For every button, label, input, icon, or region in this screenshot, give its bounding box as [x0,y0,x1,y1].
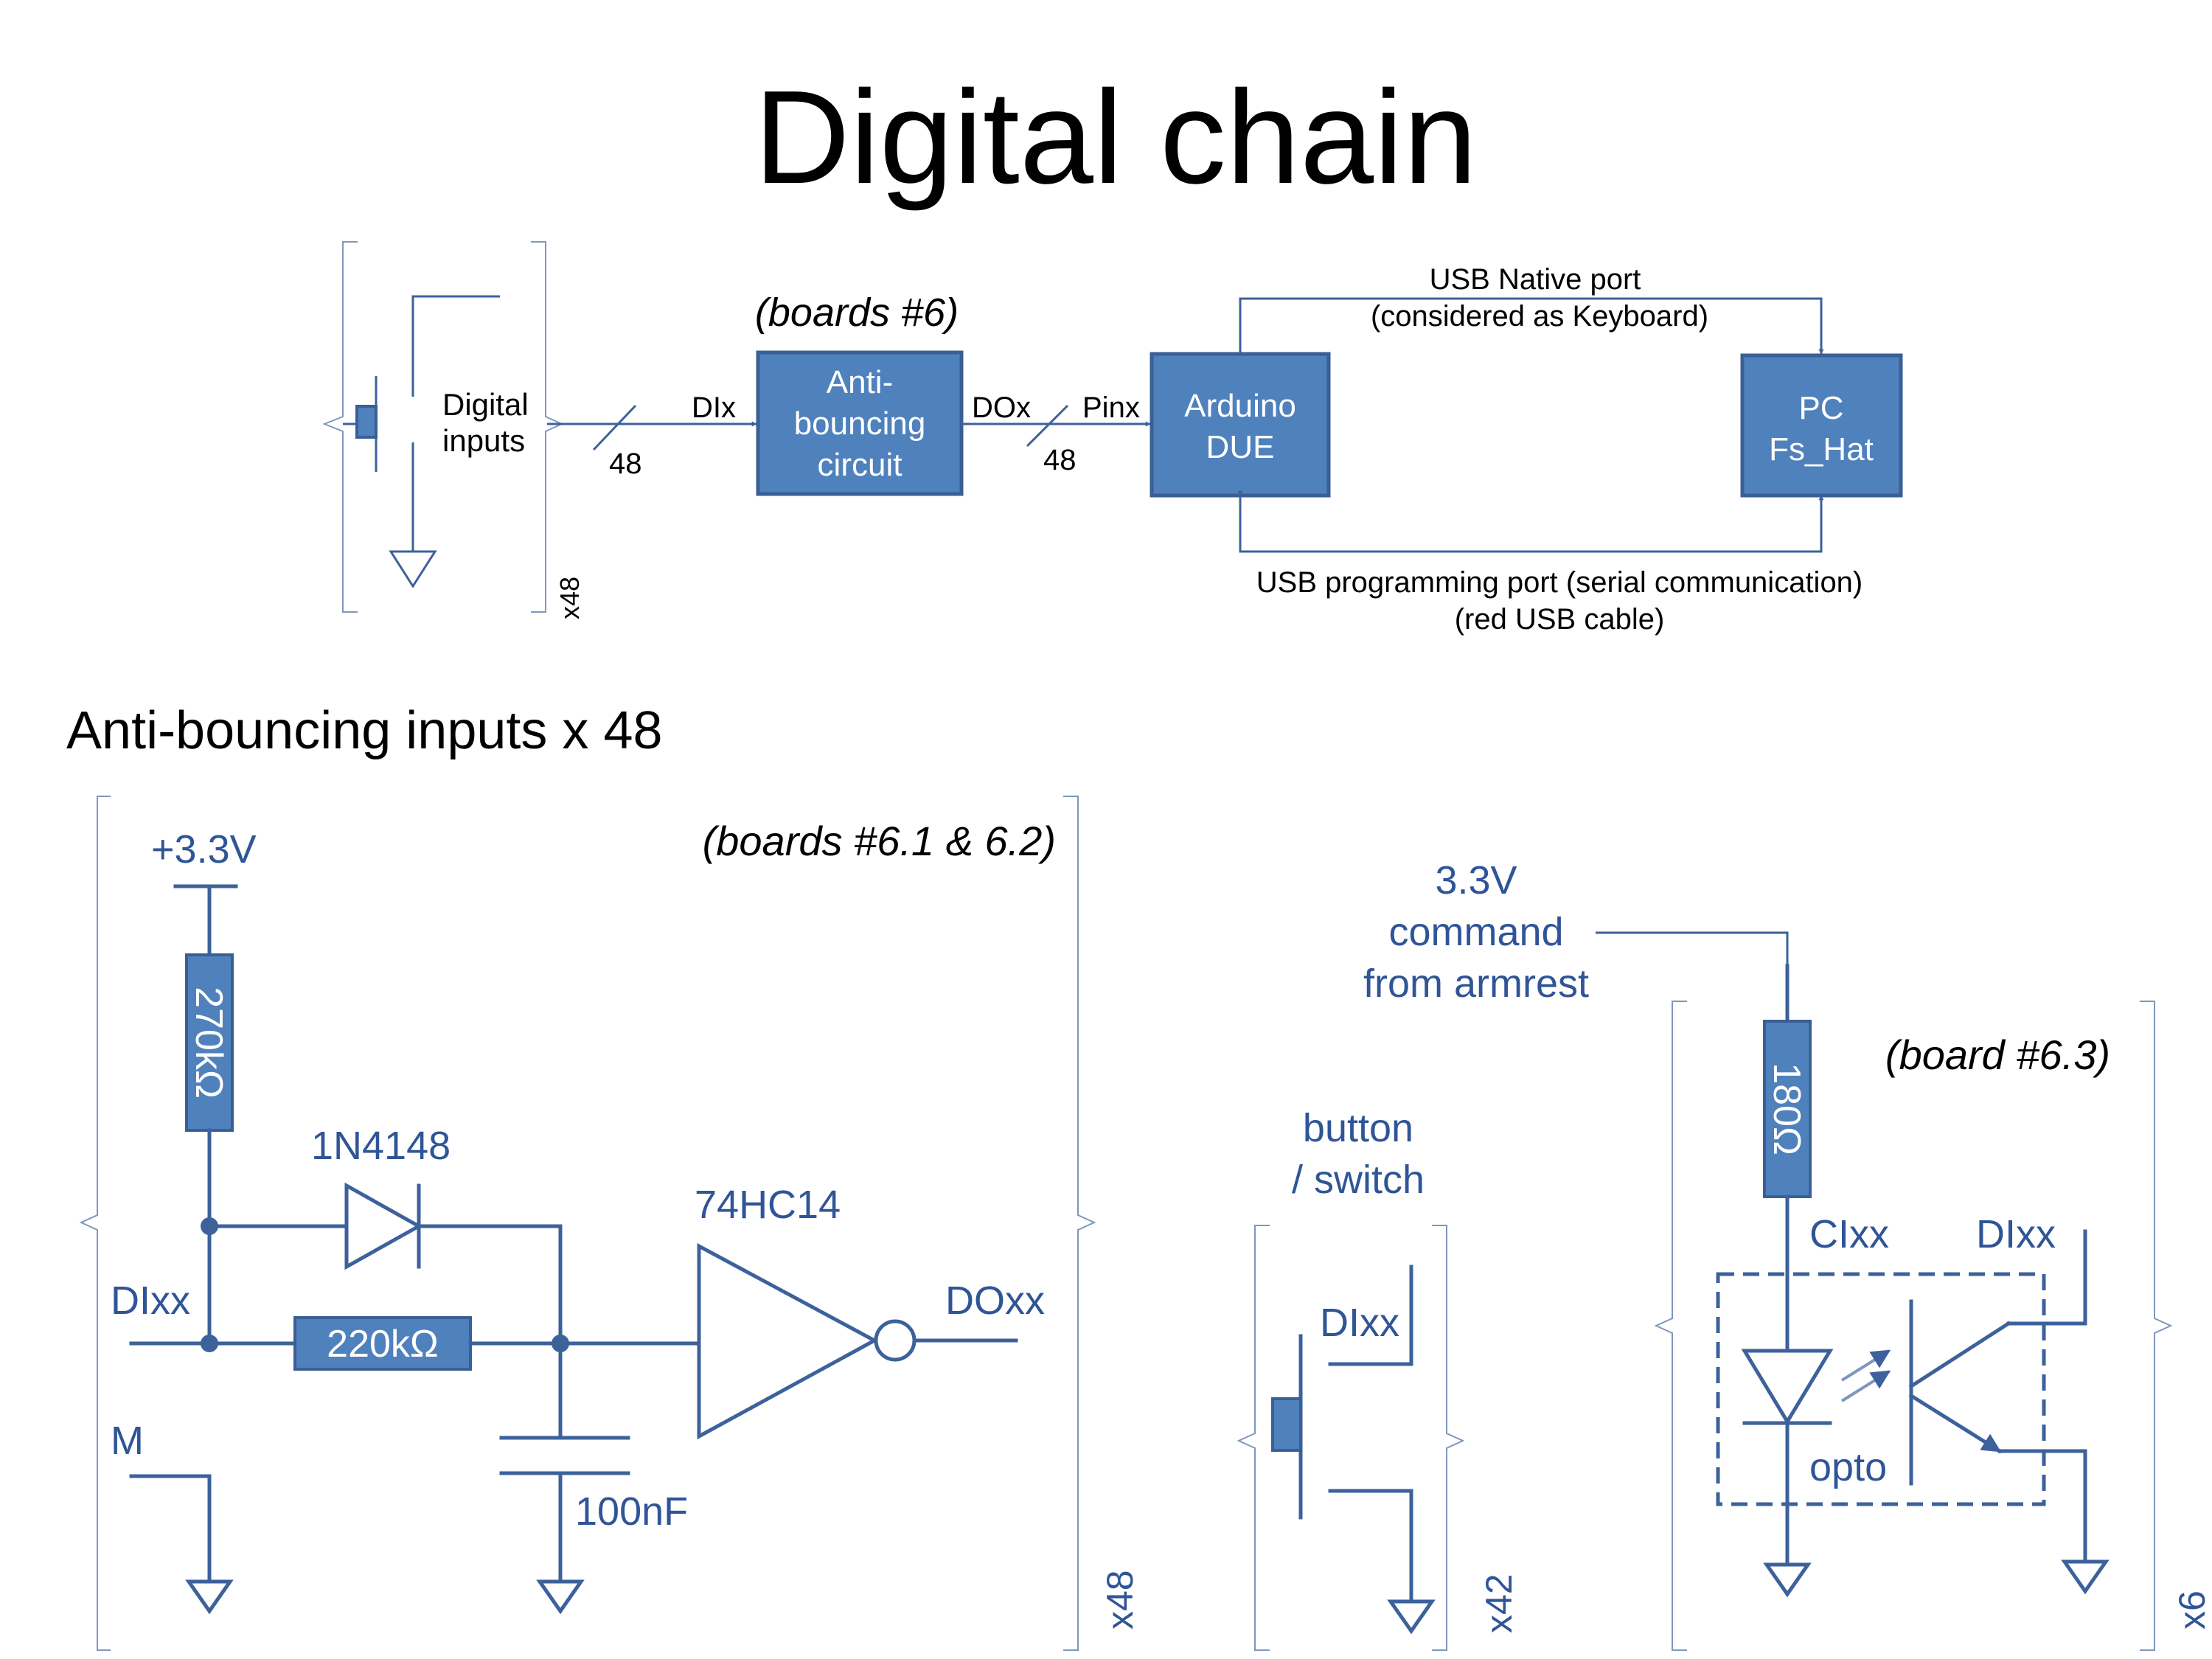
boards-6-1-6-2-label: (boards #6.1 & 6.2) [703,818,1056,864]
board-6-3-label: (board #6.3) [1885,1032,2110,1078]
pushbutton-icon [1271,1397,1302,1452]
dixx-label-3: DIxx [1976,1212,2056,1256]
junction-dot [201,1217,218,1235]
arduino-line-1: Arduino [1184,388,1296,424]
opto-box [1716,1272,2046,1506]
digital-inputs-group: Digital inputs x48 [322,241,585,619]
dixx-label-1: DIxx [111,1279,190,1323]
diode-icon [344,1182,423,1270]
usb-prog-label-1: USB programming port (serial communicati… [1256,566,1863,599]
inverter-bubble [874,1319,917,1362]
r3-label: 180Ω [1765,1062,1808,1155]
pc-line-2: Fs_Hat [1769,431,1874,467]
anti-block-line-3: circuit [818,447,902,483]
usb-native-label-2: (considered as Keyboard) [1371,300,1708,333]
pc-line-1: PC [1798,390,1843,426]
digital-inputs-label-2: inputs [442,423,525,458]
command-label-1: 3.3V [1435,858,1517,902]
ground-icon [1387,1599,1436,1635]
x48-multiplier: x48 [1099,1570,1141,1630]
button-switch-schematic: button / switch DIxx x42 [1237,1106,1520,1651]
section-title: Anti-bouncing inputs x 48 [66,701,663,760]
usb-native-link [1239,297,1824,355]
x6-multiplier: x6 [2171,1590,2212,1630]
anti-bouncing-schematic: (boards #6.1 & 6.2) +3.3V 270kΩ 1N4148 D… [79,796,1141,1651]
bus-width-label-a: 48 [609,448,642,480]
command-label-2: command [1388,910,1563,954]
ground-icon [536,1579,585,1615]
light-emission-icon [1840,1349,1891,1402]
x42-multiplier: x42 [1478,1573,1520,1633]
supply-label: +3.3V [151,827,257,872]
dixx-label-2: DIxx [1320,1301,1399,1345]
x48-multiplier-top: x48 [554,577,585,619]
cap-label: 100nF [575,1489,688,1534]
anti-bouncing-block: Anti- bouncing circuit [756,350,964,496]
pinx-label: Pinx [1082,392,1140,424]
ground-icon [2061,1559,2110,1595]
pushbutton-icon [355,405,378,439]
pc-fs-hat-block: PC Fs_Hat [1740,353,1903,498]
page-title: Digital chain [754,63,1478,212]
ground-icon [1763,1562,1812,1598]
arduino-line-2: DUE [1206,429,1275,465]
bus-width-label-b: 48 [1043,444,1077,476]
resistor-220k [293,1316,472,1371]
dix-label: DIx [692,392,736,424]
top-block-diagram: Digital inputs x48 DIx 48 (boards #6) An… [322,241,1903,636]
usb-prog-label-2: (red USB cable) [1455,603,1665,636]
junction-dot [201,1335,218,1352]
opto-label: opto [1809,1445,1887,1489]
arduino-due-block: Arduino DUE [1150,352,1331,498]
inverter-icon [697,1242,879,1440]
boards-6-label: (boards #6) [755,291,959,335]
ground-icon [389,550,437,588]
button-label-1: button [1303,1106,1413,1150]
anti-block-line-1: Anti- [827,364,893,400]
cixx-label: CIxx [1809,1212,1889,1256]
usb-programming-link [1237,490,1824,553]
r1-label: 270kΩ [187,987,230,1099]
diode-label: 1N4148 [311,1124,451,1168]
resistor-270k [185,953,234,1132]
dox-label: DOx [972,392,1031,424]
resistor-180 [1763,1020,1812,1198]
ic-label: 74HC14 [695,1183,841,1227]
usb-native-label-1: USB Native port [1430,263,1641,296]
command-label-3: from armrest [1363,961,1589,1006]
opto-schematic: 3.3V command from armrest (board #6.3) 1… [1363,858,2212,1651]
ground-icon [185,1579,234,1615]
anti-block-line-2: bouncing [794,406,926,442]
r2-label: 220kΩ [327,1323,439,1366]
button-label-2: / switch [1292,1158,1425,1202]
digital-inputs-label-1: Digital [442,387,529,422]
m-label: M [111,1419,144,1463]
doxx-label: DOxx [945,1279,1045,1323]
led-icon [1741,1349,1834,1425]
